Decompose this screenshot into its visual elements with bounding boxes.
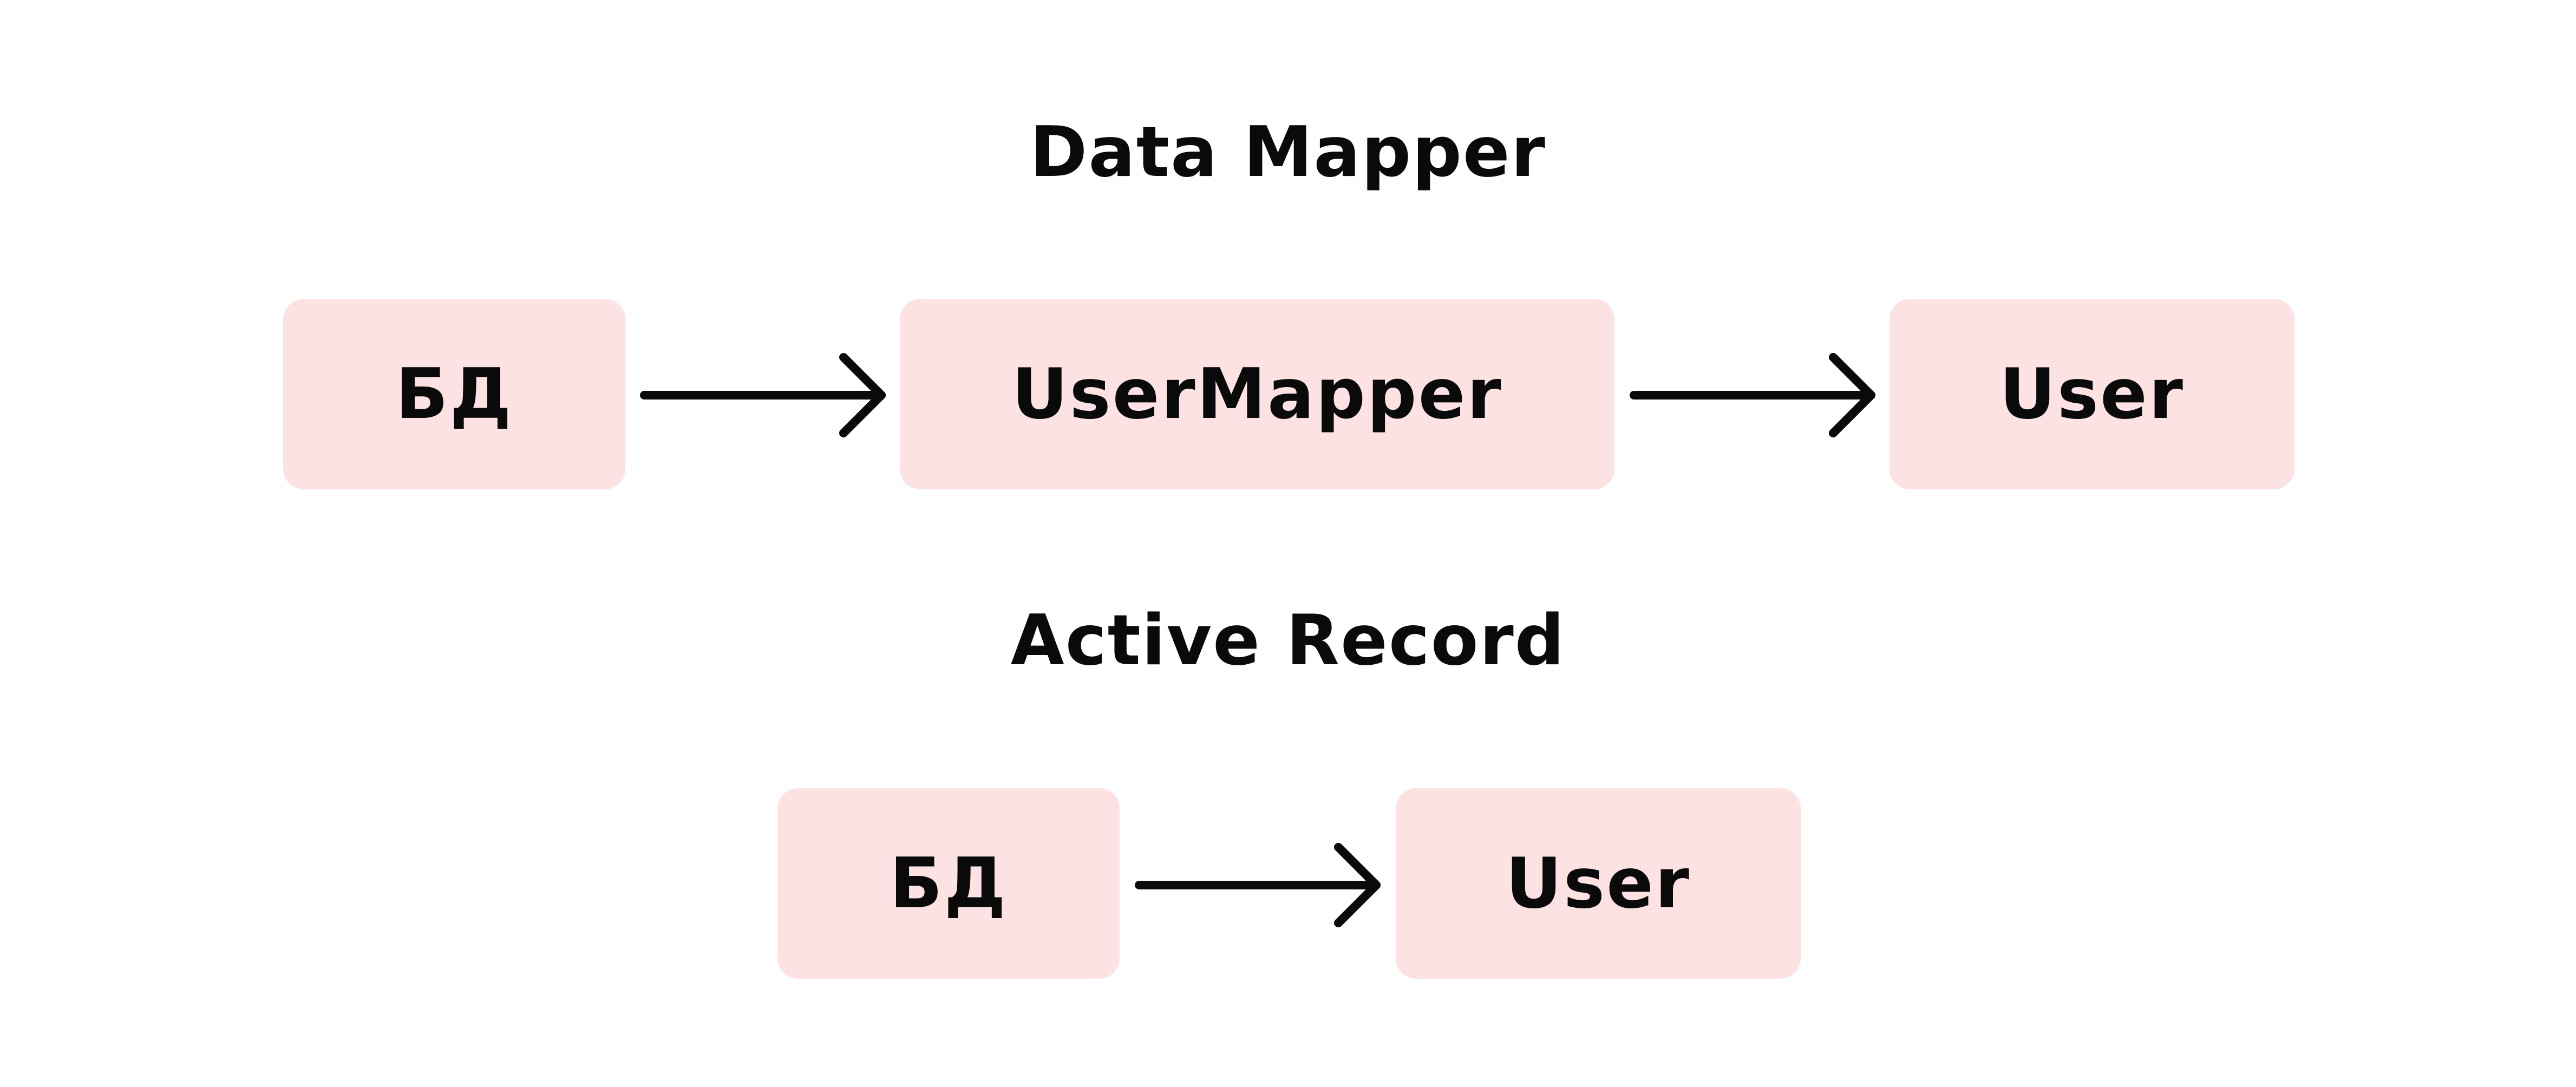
data-mapper-title: Data Mapper [1030,112,1546,193]
data-mapper-user-node: User [1889,299,2294,489]
data-mapper-db-label: БД [395,353,513,435]
data-mapper-arrow-2 [1630,353,1875,437]
user-mapper-node: UserMapper [900,299,1614,489]
data-mapper-user-label: User [1999,353,2185,435]
active-record-user-node: User [1396,788,1801,979]
data-mapper-arrow-1 [640,353,886,437]
active-record-arrow [1135,843,1381,927]
active-record-user-label: User [1505,843,1691,924]
active-record-db-node: БД [777,788,1120,979]
active-record-db-label: БД [890,843,1008,924]
user-mapper-label: UserMapper [1011,353,1503,435]
active-record-title: Active Record [1010,600,1566,681]
data-mapper-db-node: БД [283,299,625,489]
